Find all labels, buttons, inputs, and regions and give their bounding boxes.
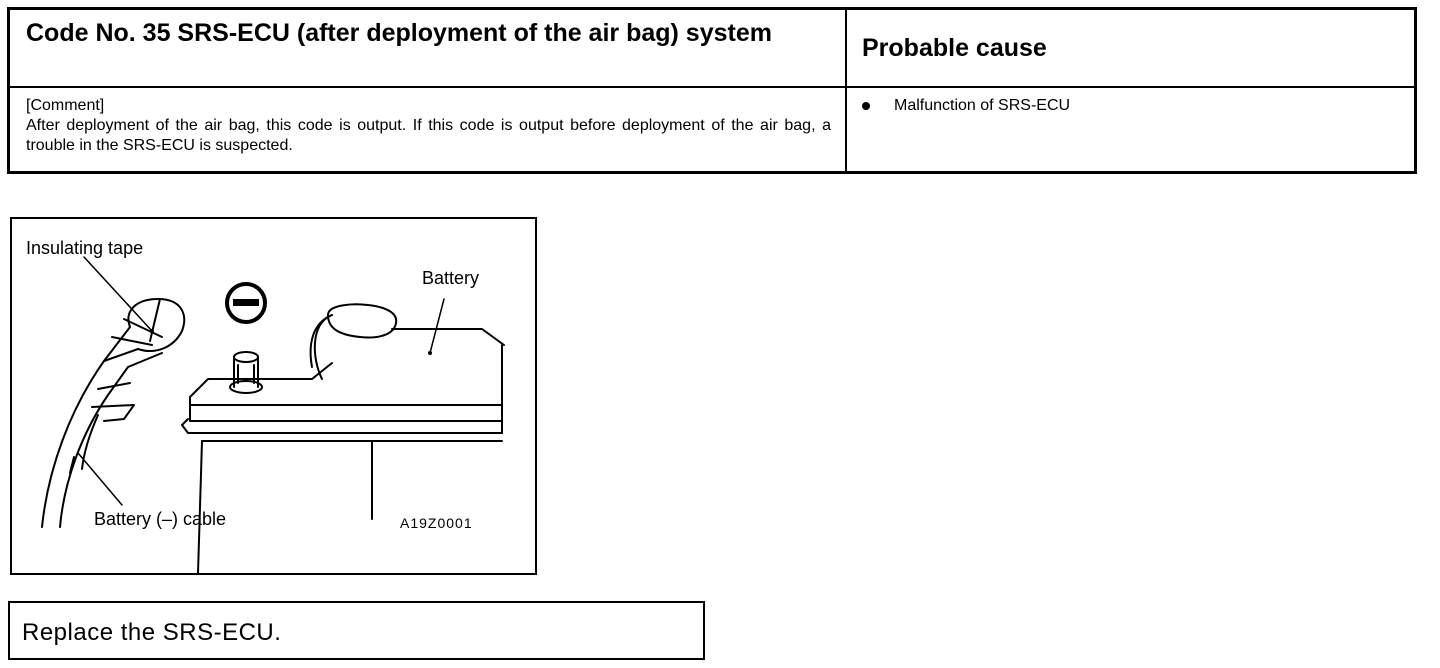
comment-label: [Comment] [26,97,105,114]
battery-leader-dot [428,351,432,355]
cable-leader-line [77,452,123,506]
probable-cause-header: Probable cause [862,34,1047,62]
insulating-tape-shape [91,298,186,422]
battery-illustration: Insulating tape Battery Battery (–) cabl… [10,217,537,575]
table-row-divider [10,86,1414,88]
tape-leader-dot [150,329,154,333]
action-text: Replace the SRS-ECU. [22,619,282,646]
comment-text: After deployment of the air bag, this co… [26,117,831,154]
cause-text: Malfunction of SRS-ECU [894,97,1071,114]
action-box: Replace the SRS-ECU. [8,601,705,660]
diagnostic-code-table: Code No. 35 SRS-ECU (after deployment of… [7,7,1417,174]
battery-drawing [41,256,505,573]
bullet-icon [862,102,870,110]
code-header: Code No. 35 SRS-ECU (after deployment of… [26,19,772,47]
battery-body-shape [181,314,505,573]
cause-list-item: Malfunction of SRS-ECU [862,96,1070,116]
battery-leader-line [429,298,445,354]
table-column-divider [845,10,847,171]
figure-id: A19Z0001 [400,515,473,531]
battery-cap-shape [327,303,398,339]
battery-cable-label: Battery (–) cable [94,509,227,529]
tape-leader-line [83,256,153,332]
negative-terminal-shape [229,351,263,394]
minus-circle-icon [225,282,267,324]
insulating-tape-label: Insulating tape [26,238,144,258]
battery-label: Battery [422,268,480,288]
comment-cell: [Comment] After deployment of the air ba… [26,96,831,156]
